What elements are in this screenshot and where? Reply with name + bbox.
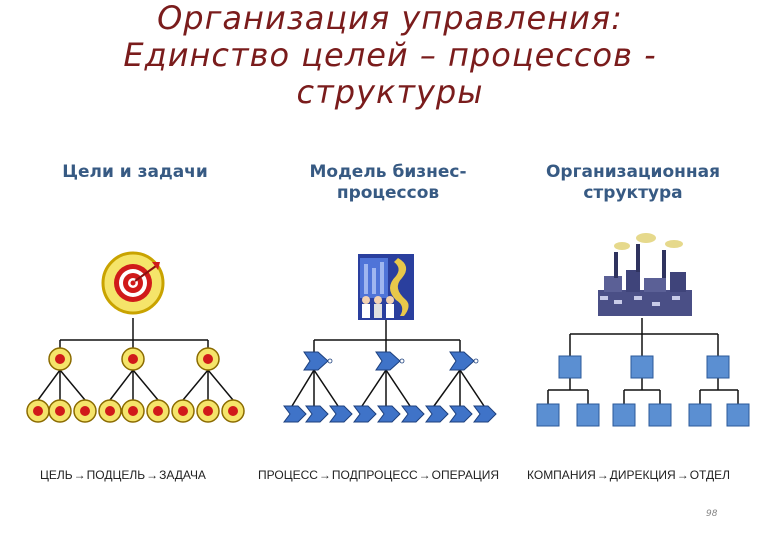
factory-icon [598,233,692,316]
process-tree-lines [291,320,485,407]
goals-heading-line-1: Цели и задачи [62,162,208,182]
task-node [73,399,97,423]
operation-node [329,405,353,423]
operation-node [473,405,497,423]
caption-goal: ЦЕЛЬ [40,468,73,482]
operation-node [305,405,329,423]
directorate-node [706,355,730,379]
target-icon [101,251,165,315]
directorate-node [558,355,582,379]
org-structure-heading: Организационная структура [528,162,738,204]
arrow-icon: → [676,468,689,482]
process-level-2-nodes [303,351,479,371]
caption-company: КОМПАНИЯ [527,468,596,482]
subprocess-node [303,351,329,371]
department-node [726,403,750,427]
task-node [98,399,122,423]
arrow-icon: → [418,468,431,482]
org-heading-line-1: Организационная [545,162,721,182]
arrow-icon: → [596,468,609,482]
task-node [26,399,50,423]
goals-heading: Цели и задачи [40,162,230,183]
org-level-2-nodes [558,355,730,379]
operation-node [449,405,473,423]
goal-level-2-nodes [48,347,220,371]
subprocess-node [375,351,401,371]
operation-node [401,405,425,423]
org-level-3-nodes [536,403,750,427]
org-tree [536,233,750,427]
org-tree-lines [547,318,739,404]
department-node [576,403,600,427]
arrow-icon: → [73,468,86,482]
operation-node [283,405,307,423]
operation-node [377,405,401,423]
process-tree [283,254,497,423]
task-node [171,399,195,423]
department-node [612,403,636,427]
arrow-icon: → [318,468,331,482]
subgoal-node [121,347,145,371]
process-model-heading: Модель бизнес- процессов [288,162,488,204]
task-node [146,399,170,423]
task-node [121,399,145,423]
process-heading-line-2: процессов [336,183,440,203]
subprocess-node [449,351,475,371]
caption-department: ОТДЕЛ [689,468,730,482]
operation-node [353,405,377,423]
goals-caption: ЦЕЛЬ→ПОДЦЕЛЬ→ЗАДАЧА [40,468,206,482]
page-number: 98 [706,509,718,519]
process-caption: ПРОЦЕСС→ПОДПРОЦЕСС→ОПЕРАЦИЯ [258,468,499,482]
operation-node [425,405,449,423]
title-line-1: Организация управления: [157,0,623,37]
goal-tree-lines [37,318,234,401]
process-level-3-nodes [283,405,497,423]
subgoal-node [48,347,72,371]
title-line-2: Единство целей – процессов - [123,36,657,74]
goals-tree [26,251,245,423]
caption-process: ПРОЦЕСС [258,468,318,482]
org-heading-line-2: структура [583,183,683,203]
subgoal-node [196,347,220,371]
directorate-node [630,355,654,379]
task-node [196,399,220,423]
department-node [688,403,712,427]
department-node [536,403,560,427]
caption-operation: ОПЕРАЦИЯ [431,468,499,482]
org-caption: КОМПАНИЯ→ДИРЕКЦИЯ→ОТДЕЛ [527,468,730,482]
caption-directorate: ДИРЕКЦИЯ [609,468,676,482]
task-node [221,399,245,423]
business-people-icon [358,254,414,320]
task-node [48,399,72,423]
goal-level-3-nodes [26,399,245,423]
process-heading-line-1: Модель бизнес- [309,162,467,182]
title-line-3: структуры [296,73,484,111]
caption-subgoal: ПОДЦЕЛЬ [86,468,146,482]
caption-task: ЗАДАЧА [159,468,206,482]
arrow-icon: → [146,468,159,482]
caption-subprocess: ПОДПРОЦЕСС [331,468,418,482]
slide-title: Организация управления: Единство целей –… [0,0,780,111]
department-node [648,403,672,427]
